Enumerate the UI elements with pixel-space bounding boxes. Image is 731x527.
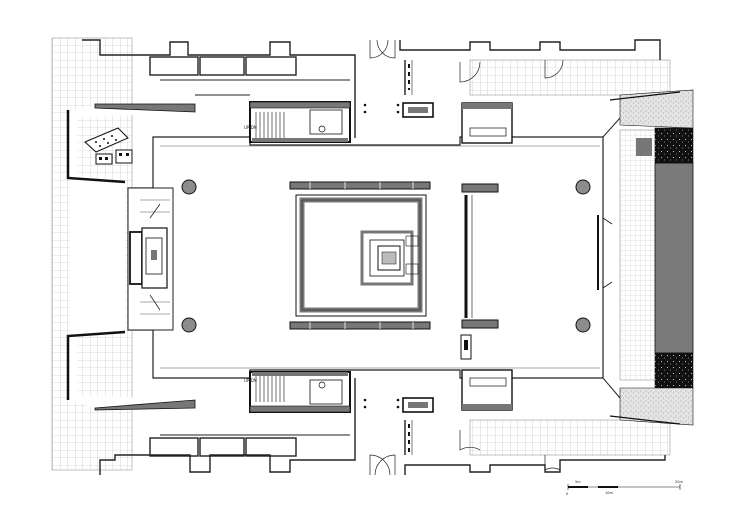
scale-label-mid: 5m [575, 480, 581, 484]
furniture-group [84, 127, 133, 165]
stair-label-south: UP/DN [244, 378, 257, 383]
east-partitions [460, 117, 621, 399]
west-entry-pocket [66, 103, 196, 411]
hall-columns [181, 179, 591, 333]
central-court [289, 181, 432, 330]
scale-label-zero: 0 [566, 492, 568, 496]
south-wing [99, 378, 666, 475]
scale-label-end: 10m [605, 491, 613, 495]
north-wing [82, 39, 661, 138]
west-entrance [127, 187, 174, 331]
service-blocks [363, 102, 513, 413]
scale-label-total: 20m [675, 480, 683, 484]
east-terrace [609, 89, 694, 426]
stair-core-north [249, 101, 351, 143]
scale-bar: 0 5m 10m 20m [566, 480, 683, 496]
stair-label-north: UP/DN [244, 125, 257, 130]
stair-core-south [249, 371, 351, 413]
entrance-doors [369, 39, 564, 476]
